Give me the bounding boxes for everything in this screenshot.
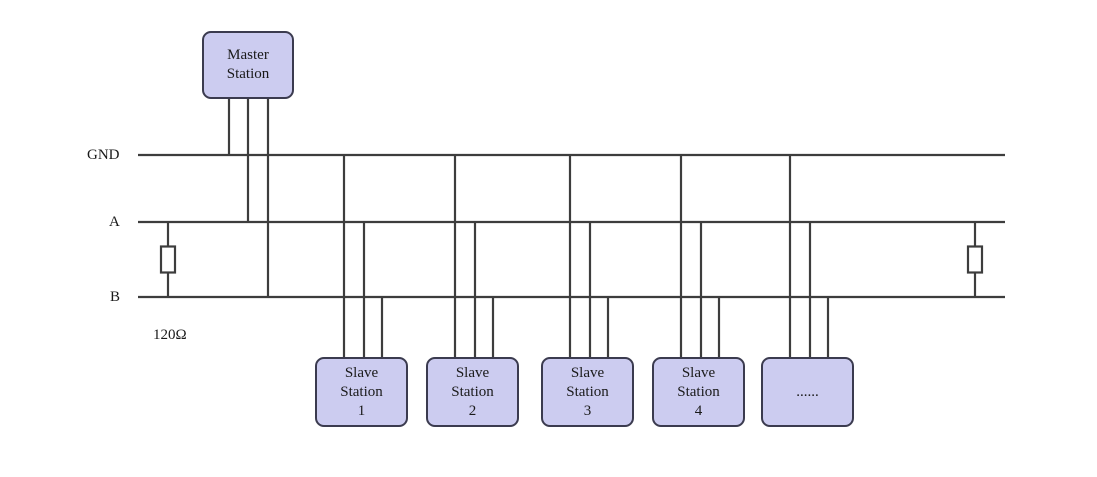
left-terminator-body <box>159 245 177 274</box>
left-terminator-label: 120Ω <box>153 326 187 343</box>
master-station-box <box>202 31 294 99</box>
slave-station-1-box <box>315 357 408 427</box>
slave-station-2-box <box>426 357 519 427</box>
bus-label-GND: GND <box>87 146 120 163</box>
slave-station-4-box <box>652 357 745 427</box>
box-layer <box>202 31 854 427</box>
right-terminator-body <box>966 245 984 274</box>
slave-station-3-box <box>541 357 634 427</box>
bus-label-A: A <box>109 213 120 230</box>
slave-station-more-box <box>761 357 854 427</box>
wire-layer <box>138 98 1005 358</box>
bus-label-B: B <box>110 288 121 305</box>
